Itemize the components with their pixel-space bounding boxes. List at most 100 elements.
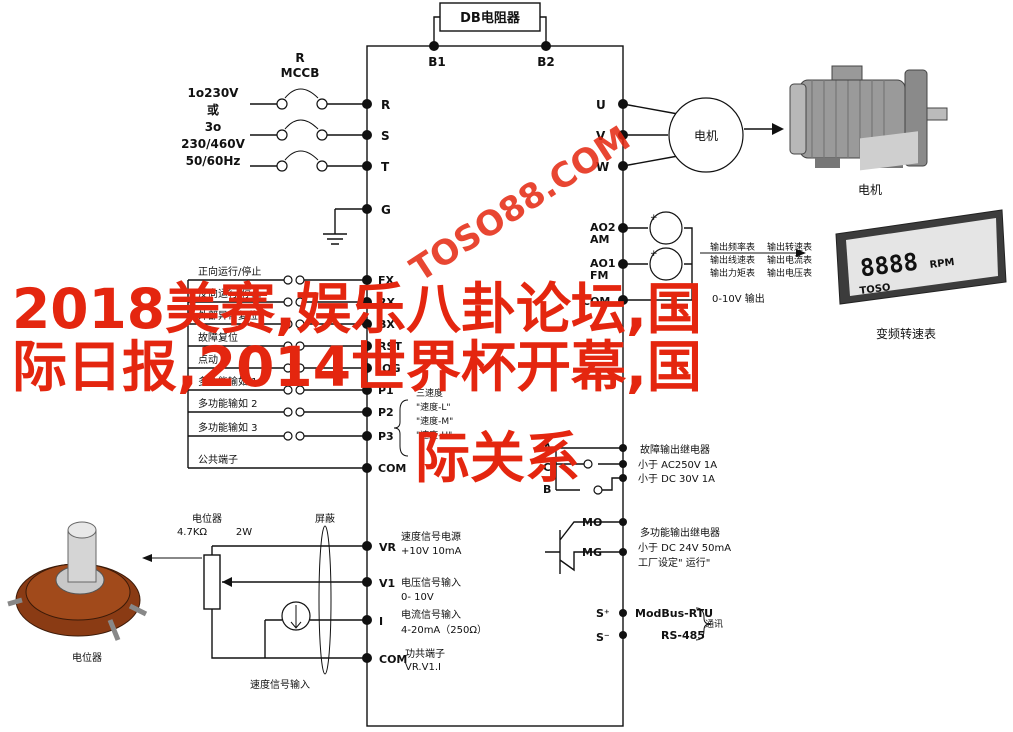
speed-title: 三速度 (416, 387, 443, 399)
digital-inputs: 正向运行/停止FX反向运行/停止RX外部异常复位BX故障复位RST点动JOG多功… (187, 265, 453, 475)
input-terminal-1: RX (378, 296, 395, 309)
terminal-analog-com: COM (379, 653, 407, 666)
comm-rs485: RS-485 (661, 629, 705, 642)
mccb-label: MCCB (281, 66, 320, 80)
terminal-g: G (381, 203, 391, 217)
input-label-6: 多功能输如 2 (198, 397, 258, 410)
speed-option-0: "速度-L" (416, 401, 451, 413)
input-terminal-dot-4 (362, 363, 372, 373)
input-terminal-dot-8 (362, 463, 372, 473)
input-terminal-dot-3 (362, 341, 372, 351)
input-terminal-dot-6 (362, 407, 372, 417)
input-terminal-dot-2 (362, 319, 372, 329)
db-resistor: DB电阻器 B1 B2 (428, 2, 555, 69)
motor-circle-label: 电机 (694, 129, 718, 143)
input-contact-a-3 (283, 341, 293, 351)
terminal-b2: B2 (537, 55, 555, 69)
analog-range: 0-10V 输出 (712, 292, 765, 305)
input-label-1: 反向运行/停止 (198, 287, 261, 300)
motor-caption: 电机 (858, 183, 882, 197)
input-contact-b-7 (295, 431, 305, 441)
analog-desc-1: 输出频率表 (710, 241, 755, 253)
analog-com-desc: 功共端子 (405, 647, 445, 660)
input-contact-b-0 (295, 275, 305, 285)
analog-com-label: COM (582, 295, 610, 308)
speed-option-1: "速度-M" (416, 415, 453, 427)
terminal-s: S (381, 129, 390, 143)
input-label-2: 外部异常复位 (198, 309, 258, 322)
input-contact-b-5 (295, 385, 305, 395)
input-label-3: 故障复位 (198, 331, 238, 344)
input-terminal-4: JOG (377, 362, 400, 375)
potentiometer-caption: 电位器 (72, 651, 102, 664)
input-terminal-5: P1 (378, 384, 394, 397)
terminal-v1: V1 (379, 577, 395, 590)
input-terminal-dot-1 (362, 297, 372, 307)
vr-desc: 速度信号电源 (401, 530, 461, 543)
fault-relay: A C B 故障输出继电器 小于 AC250V 1A 小于 DC 30V 1A (543, 441, 717, 496)
terminal-vr: VR (379, 541, 397, 554)
fm-label: FM (590, 269, 608, 282)
communication: S⁺ S⁻ ModBus-RTU RS-485 通讯 (596, 607, 723, 644)
input-contact-b-2 (295, 319, 305, 329)
input-contact-b-6 (295, 407, 305, 417)
fault-relay-title: 故障输出继电器 (640, 443, 710, 456)
input-contact-a-6 (283, 407, 293, 417)
analog-desc-3: 输出力矩表 (710, 267, 755, 279)
mo-relay-rating: 小于 DC 24V 50mA (638, 542, 731, 554)
input-label-0: 正向运行/停止 (198, 265, 261, 278)
input-label-7: 多功能输如 3 (198, 421, 258, 434)
terminal-s-plus: S⁺ (596, 607, 610, 620)
input-label-5: 多功能输如 1 (198, 375, 258, 388)
overlay-line-2: 际日报,2014世界杯开幕,国 (12, 335, 702, 399)
analog-outputs: AO2 AM AO1 FM COM + + 输出频率表 输出线速表 输出力矩表 … (582, 211, 812, 308)
shield-label: 屏蔽 (315, 513, 335, 525)
db-resistor-label: DB电阻器 (460, 10, 521, 26)
input-voltage-1: 1o230V (188, 86, 240, 100)
input-label-4: 点动 (198, 354, 218, 366)
am-label: AM (590, 233, 609, 246)
comm-label: 通讯 (705, 619, 723, 630)
input-contact-a-7 (283, 431, 293, 441)
input-contact-a-0 (283, 275, 293, 285)
meter-caption: 变频转速表 (876, 326, 936, 341)
terminal-t: T (381, 160, 390, 174)
input-terminal-6: P2 (378, 406, 394, 419)
input-voltage-or: 或 (207, 102, 219, 117)
rpm-meter: 8888 RPM TOSO 变频转速表 (835, 131, 1007, 341)
i-spec: 4-20mA（250Ω） (401, 624, 487, 636)
ao1-label: AO1 (590, 257, 616, 270)
terminal-u: U (596, 98, 606, 112)
mo-relay-default: 工厂设定" 运行" (638, 556, 710, 569)
input-contact-a-2 (283, 319, 293, 329)
power-input: R MCCB 1o230V 或 3o 230/460V 50/60Hz R S … (181, 51, 391, 245)
v1-spec: 0- 10V (401, 592, 434, 603)
input-label-8: 公共端子 (198, 453, 238, 466)
input-terminal-3: RST (378, 340, 402, 353)
input-terminal-dot-0 (362, 275, 372, 285)
input-voltage-3: 3o (205, 120, 222, 134)
analog-desc2-2: 输出电流表 (767, 254, 812, 266)
terminal-c: C (543, 461, 551, 474)
input-contact-a-1 (283, 297, 293, 307)
input-terminal-8: COM (378, 462, 406, 475)
ao2-label: AO2 (590, 221, 616, 234)
input-terminal-2: BX (378, 318, 395, 331)
v1-desc: 电压信号输入 (401, 576, 461, 589)
terminal-fault-b: B (543, 483, 551, 496)
vr-spec: +10V 10mA (401, 546, 462, 557)
input-contact-b-4 (295, 363, 305, 373)
potentiometer-image (7, 521, 148, 641)
plus-sign-icon-2: + (650, 249, 658, 259)
mccb-r-label: R (295, 51, 304, 65)
terminal-i: I (379, 615, 383, 628)
i-desc: 电流信号输入 (401, 608, 461, 621)
speed-input-caption: 速度信号输入 (250, 678, 310, 691)
meter-unit: RPM (929, 257, 955, 271)
input-terminal-dot-5 (362, 385, 372, 395)
terminal-r: R (381, 98, 390, 112)
pot-power: 2W (236, 527, 252, 538)
analog-desc-2: 输出线速表 (710, 254, 755, 266)
meter-digits: 8888 (859, 248, 920, 283)
